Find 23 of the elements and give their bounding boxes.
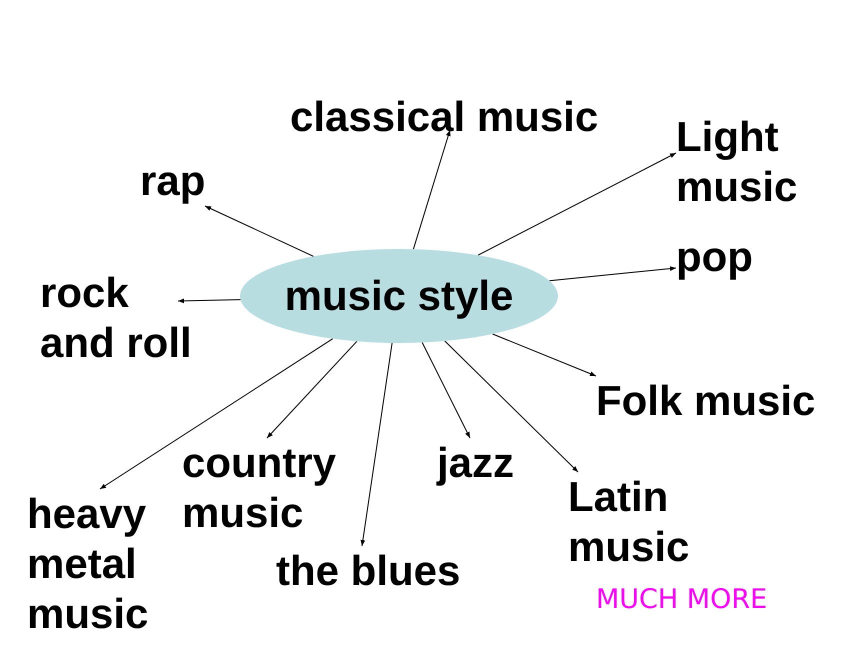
ellipse-node: music style — [240, 249, 558, 343]
arrow — [204, 206, 314, 257]
arrow — [444, 340, 578, 472]
note-text: MUCH MORE — [596, 583, 768, 617]
music-genre-label: classical music — [290, 92, 598, 142]
arrow — [266, 340, 358, 438]
arrow — [412, 130, 451, 250]
arrow — [492, 334, 596, 376]
music-genre-label: heavy metal music — [27, 489, 148, 639]
music-genre-label: the blues — [276, 546, 460, 596]
music-genre-label: jazz — [437, 438, 514, 488]
arrow — [178, 298, 241, 304]
arrow — [478, 152, 676, 256]
arrow — [100, 338, 334, 490]
arrow — [422, 342, 470, 438]
music-genre-label: Light music — [676, 112, 798, 212]
music-genre-label: rap — [140, 156, 206, 206]
music-genre-label: pop — [676, 232, 753, 282]
music-genre-label: rock and roll — [40, 268, 192, 368]
arrow — [360, 342, 393, 546]
music-genre-label: Latin music — [568, 472, 690, 572]
music-genre-label: Folk music — [596, 376, 816, 426]
arrow — [548, 266, 676, 282]
